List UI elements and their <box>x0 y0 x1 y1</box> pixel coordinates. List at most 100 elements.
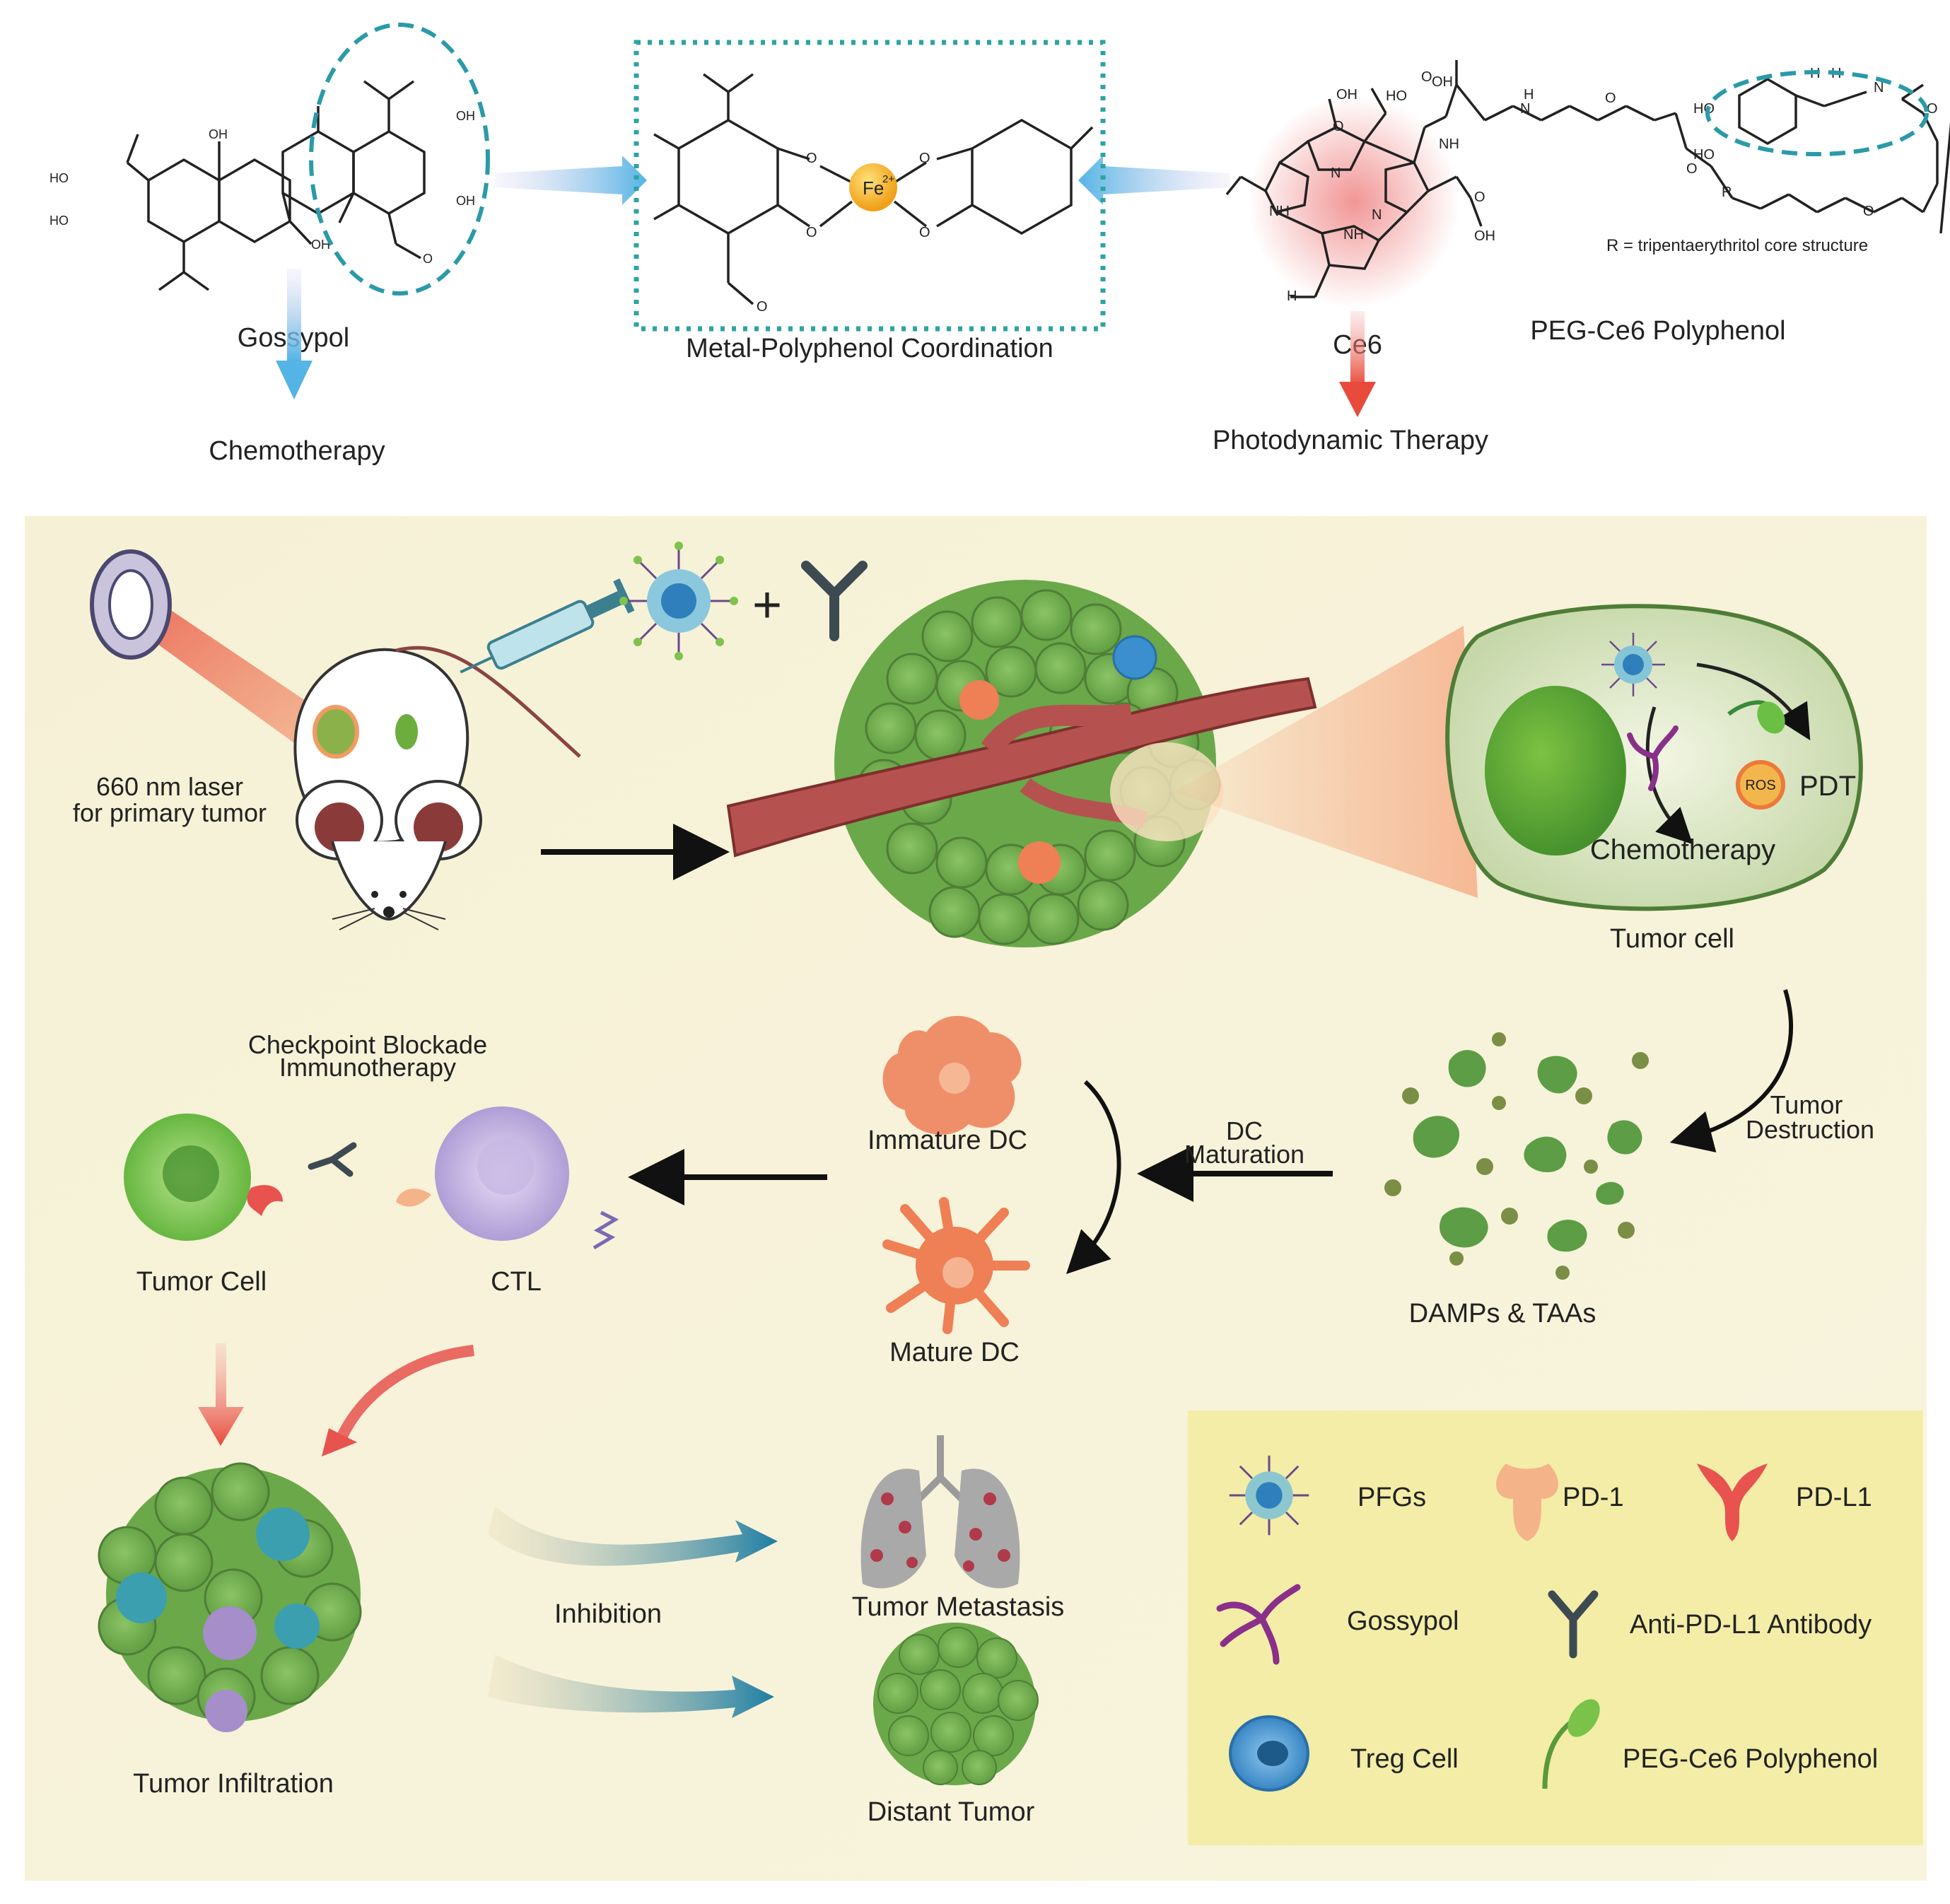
distant-tumor-site <box>395 714 418 749</box>
gossypol-structure <box>126 80 426 291</box>
plus-sign: + <box>752 577 782 633</box>
chemotherapy-label-top: Chemotherapy <box>209 436 385 466</box>
atom-o-c3: O <box>919 151 930 166</box>
atom-ho-1: HO <box>49 171 69 185</box>
atom-o-ce7: O <box>1863 204 1874 219</box>
mouse <box>293 646 581 930</box>
atom-ho-ce1: HO <box>1386 88 1407 104</box>
tumor-mass <box>726 580 1317 947</box>
atom-r-ce: R <box>1722 185 1732 200</box>
pd1-on-ctl <box>396 1188 431 1207</box>
legend-peg-ce6-label: PEG-Ce6 Polyphenol <box>1623 1744 1878 1774</box>
dc-maturation-label-1: DC <box>1226 1116 1263 1145</box>
atom-n-ce3: N <box>1520 101 1530 117</box>
damps-label: DAMPs & TAAs <box>1409 1299 1596 1328</box>
checkpoint-label-2: Immunotherapy <box>279 1053 456 1082</box>
zoom-cone <box>1174 626 1478 898</box>
laser-device <box>90 549 346 771</box>
ctl-infiltration-1 <box>203 1606 257 1660</box>
atom-o-ce3: O <box>1474 189 1485 205</box>
pdt-arrow-head <box>1339 382 1376 417</box>
legend-pd1-icon <box>1496 1464 1558 1541</box>
immature-dc-label: Immature DC <box>868 1126 1027 1155</box>
chemotherapy-label-cell: Chemotherapy <box>1590 834 1775 865</box>
arrow-tumor-destruction <box>1669 989 1794 1152</box>
gossypol-molecule-in-cell <box>1627 725 1678 791</box>
atom-o-ce4: O <box>1605 90 1616 106</box>
pdl1-on-tumor <box>247 1185 283 1216</box>
photodynamic-label: Photodynamic Therapy <box>1213 426 1488 455</box>
tumor-cell-zoom: ROS PDT Chemotherapy <box>1445 604 1863 911</box>
legend-antibody-icon <box>1548 1590 1599 1659</box>
fe-charge: 2+ <box>882 173 894 185</box>
arrow-to-infiltration-2 <box>334 1345 474 1445</box>
atom-nh-2: NH <box>1343 227 1364 243</box>
arrow-polyphenol-to-complex <box>1078 156 1230 205</box>
treg-infiltration-1 <box>256 1507 310 1561</box>
chemo-arrow-shaft <box>287 269 301 361</box>
antibody-icon-top <box>801 561 868 641</box>
atom-o-ce2: O <box>1421 69 1432 85</box>
atom-o-ce6: O <box>1927 101 1938 117</box>
legend-pfgs-label: PFGs <box>1358 1483 1426 1512</box>
syringe <box>460 578 635 674</box>
pdt-arrow-shaft <box>1350 311 1365 385</box>
polyphenol-catechol-highlight <box>1705 70 1929 156</box>
blood-vessel <box>726 677 1317 858</box>
lungs-metastasis <box>860 1435 1020 1589</box>
atom-o-c5: O <box>757 299 768 315</box>
checkpoint-label-1: Checkpoint Blockade <box>248 1030 487 1059</box>
distant-tumor <box>873 1623 1039 1785</box>
ctl-label: CTL <box>491 1267 542 1297</box>
treg-infiltration-3 <box>274 1604 320 1649</box>
complex-atom-labels: O O O O O <box>757 151 930 315</box>
atom-h-ce2: H <box>1524 87 1534 103</box>
atom-o-c4: O <box>919 225 930 240</box>
atom-h-ce: H <box>1287 288 1297 304</box>
legend-gossypol-icon <box>1216 1584 1301 1665</box>
atom-o-ce1: O <box>1333 119 1344 134</box>
atom-ho-2: HO <box>49 214 69 228</box>
atom-o-1: O <box>423 252 433 266</box>
tumor-infiltration-label: Tumor Infiltration <box>133 1769 334 1799</box>
complex-structure <box>653 73 1094 305</box>
mature-dc <box>882 1197 1030 1334</box>
atom-n-2: N <box>1372 207 1382 223</box>
tumor-destruction-label-2: Destruction <box>1746 1115 1874 1144</box>
pdt-label: PDT <box>1799 771 1856 802</box>
dc-maturation-label-2: Maturation <box>1184 1140 1304 1169</box>
laser-beam <box>127 590 346 771</box>
tumor-infiltration <box>98 1462 362 1732</box>
tumor-cell-label: Tumor Cell <box>136 1267 267 1297</box>
atom-oh-4: OH <box>456 194 475 208</box>
distant-tumor-label: Distant Tumor <box>868 1797 1035 1827</box>
arrow-gossypol-to-complex <box>495 156 647 205</box>
inhibition-arrow-1 <box>488 1506 778 1566</box>
legend-pd1-label: PD-1 <box>1563 1483 1624 1512</box>
ce6-structure <box>1225 60 1950 298</box>
atom-oh-1: OH <box>209 127 228 141</box>
peg-ce6-label: PEG-Ce6 Polyphenol <box>1530 316 1785 346</box>
damps-cluster <box>1384 1032 1649 1280</box>
ce6-glow <box>1248 95 1460 308</box>
arrow-dc-to-mature <box>1066 1080 1121 1274</box>
gossypol-catechol-highlight <box>309 23 490 296</box>
legend-treg-label: Treg Cell <box>1350 1744 1459 1774</box>
tumor-metastasis-label: Tumor Metastasis <box>852 1592 1065 1622</box>
tumor-destruction-label-1: Tumor <box>1770 1090 1843 1119</box>
atom-oh-2: OH <box>311 238 330 252</box>
atom-oh-3: OH <box>456 109 475 123</box>
atom-ho-ce2: HO <box>1693 101 1715 117</box>
ctl-lightning <box>592 1210 619 1250</box>
ros-label: ROS <box>1745 778 1775 793</box>
gossypol-atom-labels: HO HO OH OH OH OH O <box>49 109 475 266</box>
r-group-note: R = tripentaerythritol core structure <box>1606 236 1868 255</box>
legend-anti-pdl1-label: Anti-PD-L1 Antibody <box>1630 1610 1872 1640</box>
treg-in-tumor <box>1112 635 1157 680</box>
iron-ion <box>849 163 897 211</box>
inhibition-arrow-2 <box>488 1654 774 1718</box>
ctl-infiltration-2 <box>205 1690 247 1732</box>
atom-n-ce4: N <box>1874 80 1884 95</box>
atom-n-1: N <box>1331 165 1341 181</box>
